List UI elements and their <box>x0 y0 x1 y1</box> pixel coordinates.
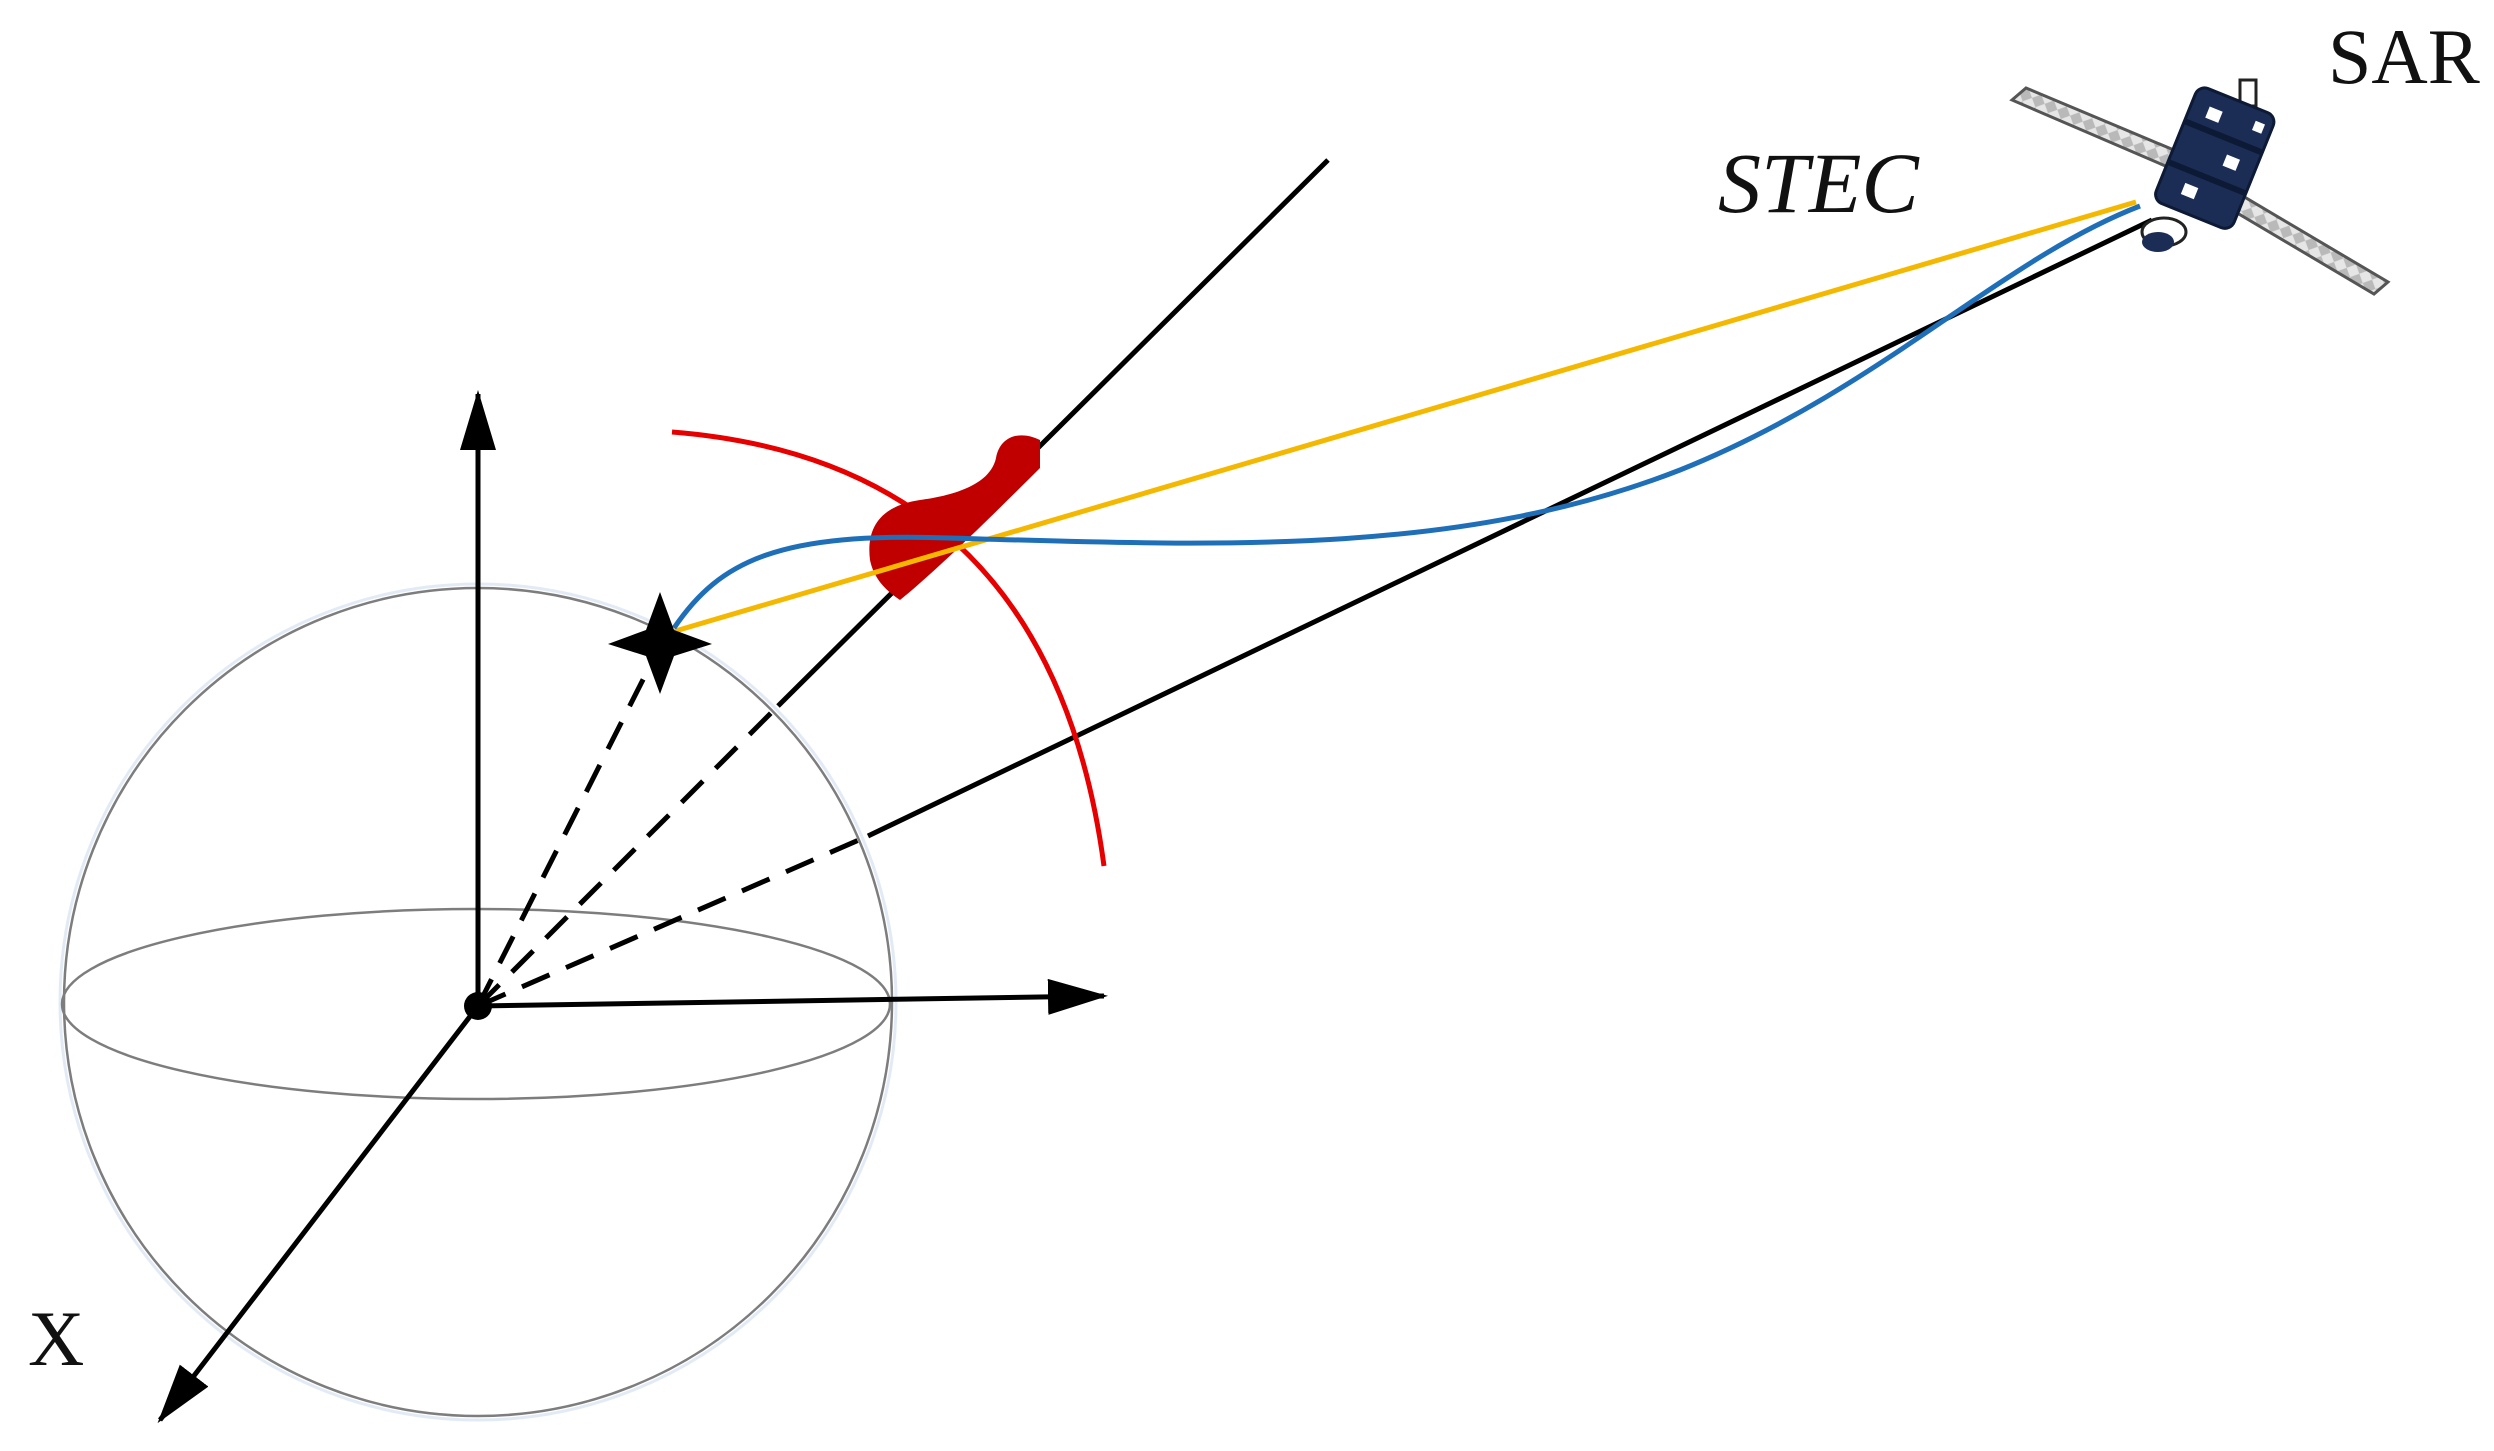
refracted-signal-path <box>671 203 2141 630</box>
satellite-icon <box>2009 78 2391 296</box>
coordinate-axes <box>157 390 1108 1424</box>
line-of-sight <box>671 199 2137 635</box>
solar-panel-right <box>2219 190 2391 296</box>
zenith-line <box>776 158 1330 708</box>
radial-lines-dashed <box>475 644 869 1009</box>
ionosphere-shell-arc <box>671 429 1107 867</box>
four-point-star-icon <box>608 592 712 694</box>
stec-label: STEC <box>1718 135 1919 231</box>
y-axis <box>477 978 1108 1015</box>
x-axis-label: X <box>28 1295 85 1382</box>
ionosphere-irregularity <box>869 435 1040 600</box>
sar-label: SAR <box>2328 13 2480 100</box>
x-axis <box>157 1004 480 1424</box>
